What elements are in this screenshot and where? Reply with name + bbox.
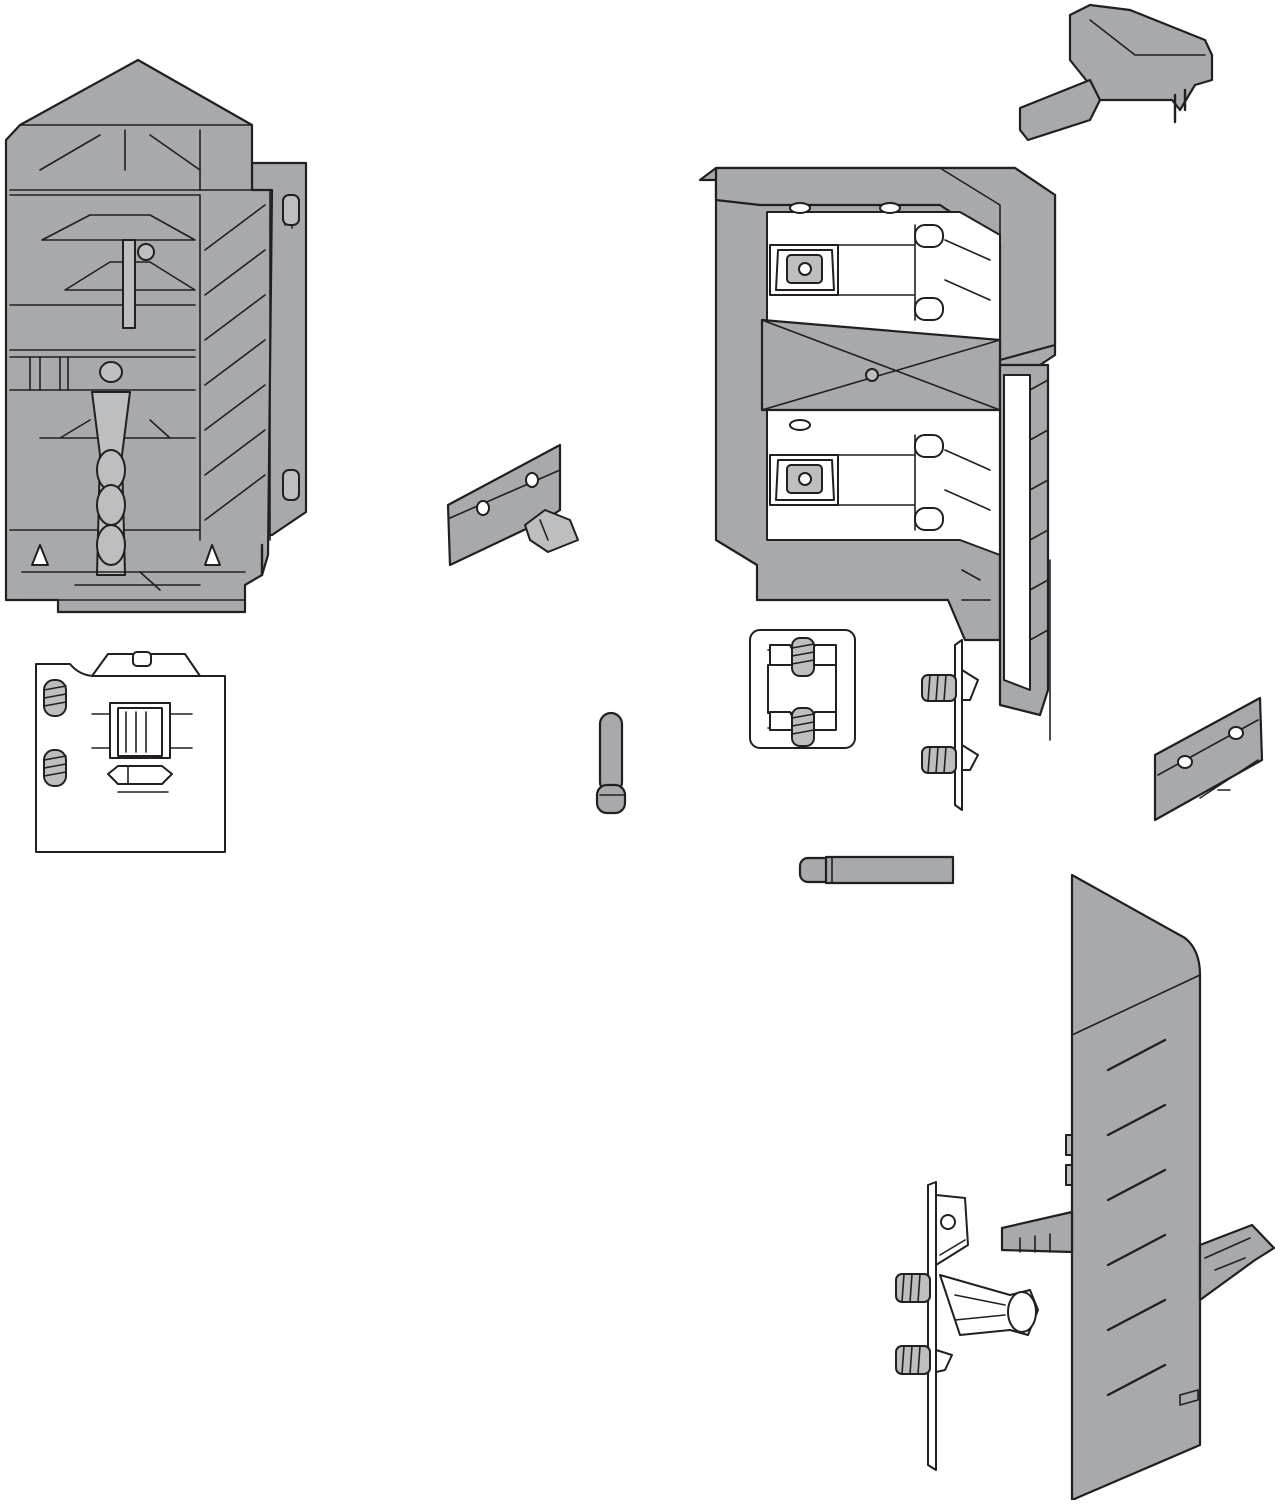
- right-wall-bracket: [1153, 696, 1264, 822]
- screw-icon: [921, 746, 957, 774]
- left-drawer-corner-housing: [4, 58, 308, 614]
- screw-icon: [43, 679, 67, 717]
- small-screw-clip: [749, 629, 856, 749]
- screw-icon: [791, 707, 815, 747]
- top-right-corner-cap: [1018, 3, 1214, 142]
- bottom-hinge-assembly: [895, 1181, 1074, 1471]
- vertical-dowel: [595, 711, 627, 815]
- screw-icon: [895, 1273, 931, 1303]
- screw-icon: [43, 749, 67, 787]
- screw-icon: [895, 1345, 931, 1375]
- right-drawer-corner-housing: [698, 166, 1057, 741]
- screw-icon: [921, 674, 957, 702]
- clip-module-bottom: [769, 434, 991, 531]
- screw-icon: [791, 637, 815, 677]
- angled-rear-bracket: [1198, 1223, 1275, 1302]
- tall-side-panel: [1065, 873, 1202, 1502]
- vertical-screw-rail: [921, 639, 979, 811]
- left-mounting-plate: [35, 651, 226, 853]
- clip-module-top: [769, 224, 991, 321]
- horizontal-dowel: [798, 855, 955, 885]
- angled-bracket: [446, 443, 579, 567]
